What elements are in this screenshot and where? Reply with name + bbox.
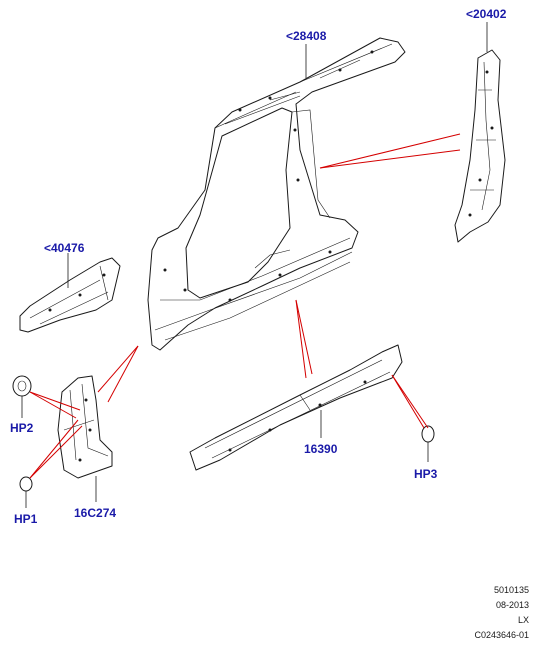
callout-sill: 16390 <box>304 442 338 456</box>
d-pillar-part <box>454 49 506 243</box>
callout-a-pillar-reinf: <40476 <box>44 241 85 255</box>
callout-hp1: HP1 <box>14 512 38 526</box>
callout-hinge-pillar: 16C274 <box>74 506 116 520</box>
hinge-pillar-part <box>57 375 113 479</box>
hp3-plug-part <box>421 425 435 443</box>
red-pointer-lines <box>29 133 461 479</box>
diagram-model: LX <box>517 615 529 625</box>
callout-roof-rail: <28408 <box>286 29 327 43</box>
diagram-reference: C0243646-01 <box>474 630 529 640</box>
diagram-code: 5010135 <box>493 585 529 595</box>
callout-d-pillar: <20402 <box>466 7 507 21</box>
callout-hp2: HP2 <box>10 421 34 435</box>
diagram-date: 08-2013 <box>495 600 529 610</box>
callout-leaders <box>21 22 488 508</box>
body-side-panel <box>147 37 406 351</box>
a-pillar-reinforcement-part <box>19 257 121 333</box>
callout-hp3: HP3 <box>414 467 438 481</box>
hp2-plug-part <box>12 375 32 397</box>
sill-part <box>189 344 403 471</box>
hp1-plug-part <box>19 476 33 492</box>
